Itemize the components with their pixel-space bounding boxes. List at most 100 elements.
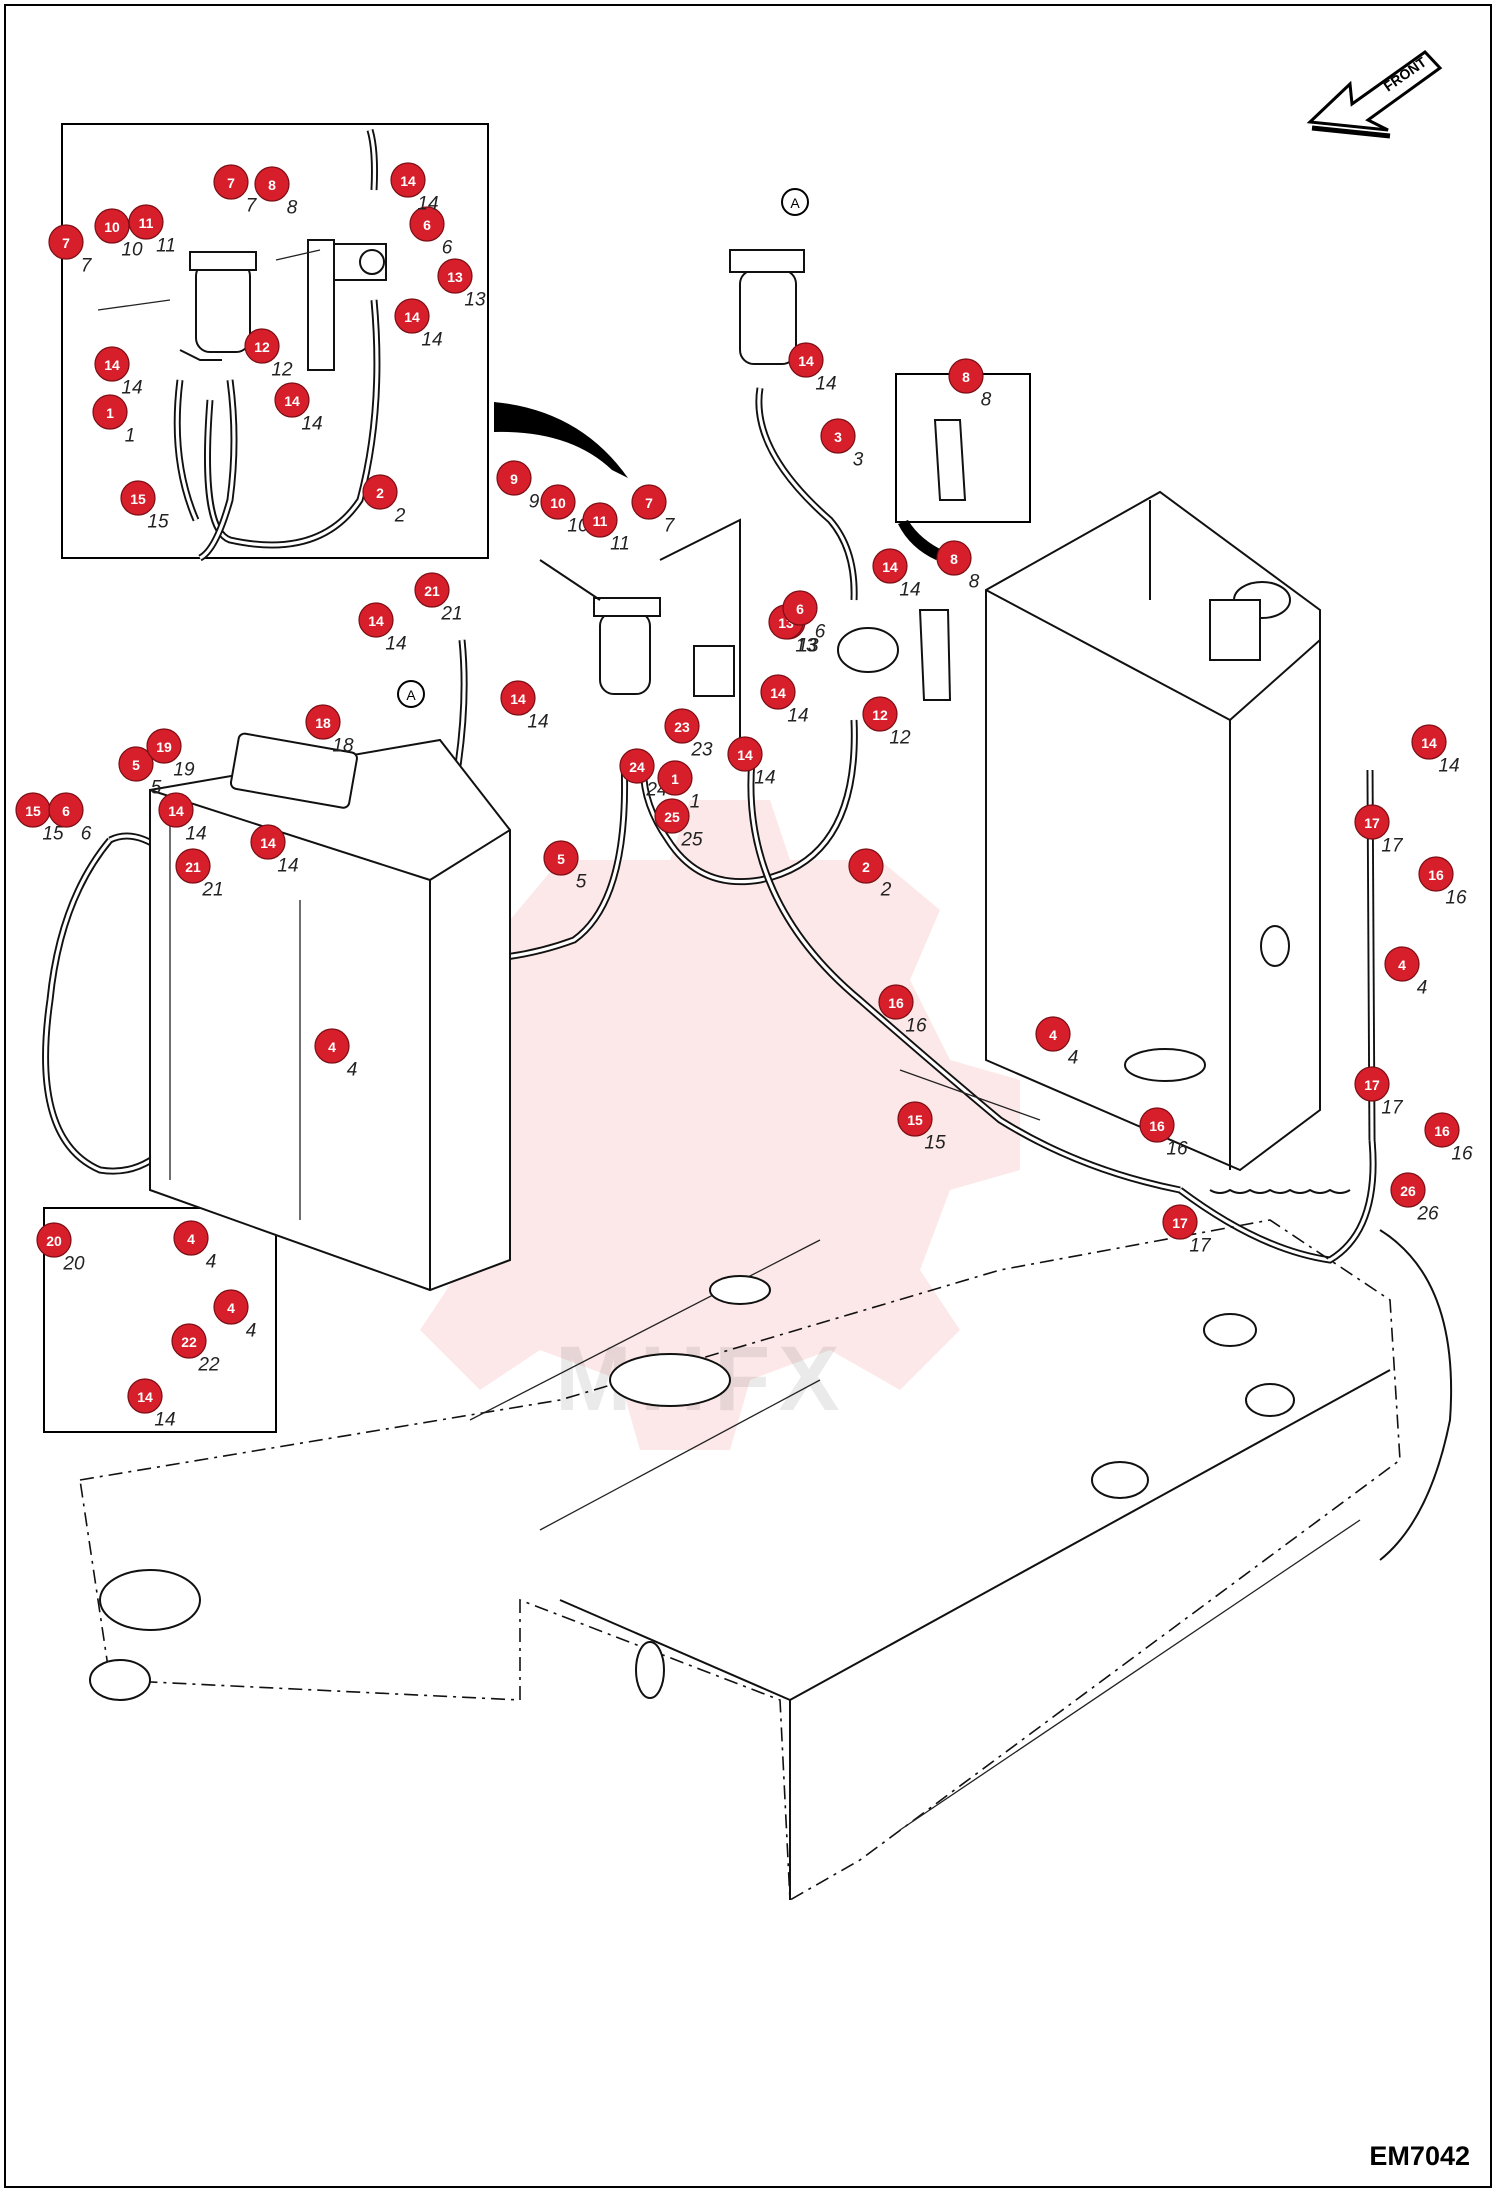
part-number-label: 4 [347, 1060, 358, 1081]
pointer-swoosh [898, 520, 946, 560]
callout-label: 21 [185, 859, 201, 875]
callout-label: 4 [1398, 957, 1406, 973]
callout-badge [358, 602, 394, 638]
callout-label: 16 [1428, 867, 1444, 883]
svg-text:A: A [406, 687, 416, 703]
callout-label: 4 [1049, 1027, 1057, 1043]
callout-label: 14 [260, 835, 276, 851]
part-number-label: 19 [173, 760, 195, 781]
callout-badge [897, 1101, 933, 1137]
part-number-label: 8 [287, 198, 298, 219]
callout-label: 16 [1434, 1123, 1450, 1139]
callout-label: 9 [510, 471, 518, 487]
callout-badge [1411, 724, 1447, 760]
part-number-label: 4 [1417, 978, 1428, 999]
callout-1: 11 [92, 394, 135, 447]
callout-badge [1354, 804, 1390, 840]
callout-badge [128, 204, 164, 240]
part-number-label: 14 [787, 706, 808, 727]
part-number-label: 13 [797, 636, 819, 657]
callout-4: 44 [1384, 946, 1428, 999]
callout-badge [654, 798, 690, 834]
callout-label: 15 [130, 491, 146, 507]
callout-label: 12 [872, 707, 888, 723]
callout-3: 33 [820, 418, 864, 471]
part-number-label: 14 [301, 414, 322, 435]
callout-badge [862, 696, 898, 732]
callout-label: 13 [447, 269, 463, 285]
callout-1: 11 [657, 760, 700, 813]
part-number-label: 16 [1166, 1139, 1188, 1160]
callout-label: 4 [328, 1039, 336, 1055]
callout-label: 7 [62, 235, 70, 251]
callout-badge [274, 382, 310, 418]
callout-label: 14 [737, 747, 753, 763]
callout-badge [171, 1323, 207, 1359]
part-number-label: 11 [156, 236, 176, 257]
part-number-label: 8 [981, 390, 992, 411]
part-number-label: 20 [62, 1254, 85, 1275]
callout-badge [48, 792, 84, 828]
callout-label: 20 [46, 1233, 62, 1249]
callout-badge [540, 484, 576, 520]
part-number-label: 6 [815, 622, 826, 643]
part-number-label: 7 [81, 256, 93, 277]
part-number-label: 2 [394, 506, 406, 527]
callout-label: 10 [550, 495, 566, 511]
part-number-label: 14 [527, 712, 548, 733]
callout-badge [848, 848, 884, 884]
callout-label: 17 [1364, 1077, 1380, 1093]
callout-label: 19 [156, 739, 172, 755]
part-number-label: 13 [795, 636, 817, 657]
part-number-label: 4 [206, 1252, 217, 1273]
callout-badge [362, 474, 398, 510]
part-number-label: 7 [246, 196, 258, 217]
part-number-label: 17 [1189, 1236, 1212, 1257]
part-number-label: 14 [899, 580, 920, 601]
part-number-label: 16 [1445, 888, 1467, 909]
callout-label: 10 [104, 219, 120, 235]
callout-label: 24 [629, 759, 645, 775]
callout-label: 16 [888, 995, 904, 1011]
callout-label: 6 [796, 601, 804, 617]
gear-watermark-icon [360, 800, 1020, 1450]
callout-badge [500, 680, 536, 716]
callout-label: 8 [962, 369, 970, 385]
callout-badge [390, 162, 426, 198]
callout-badge [1162, 1204, 1198, 1240]
radiator [149, 732, 511, 1292]
callout-badge [213, 164, 249, 200]
callout-label: 21 [424, 583, 440, 599]
callout-badge [158, 792, 194, 828]
part-number-label: 5 [151, 778, 162, 799]
callout-layer: 1122151555771010111177886613131414121214… [15, 162, 1473, 1431]
part-number-label: 8 [969, 572, 980, 593]
part-number-label: 14 [754, 768, 775, 789]
callout-label: 14 [882, 559, 898, 575]
main-filter-parts [539, 249, 967, 770]
callout-badge [1035, 1016, 1071, 1052]
part-number-label: 14 [154, 1410, 175, 1431]
callout-label: 23 [674, 719, 690, 735]
callout-label: 14 [104, 357, 120, 373]
callout-label: 14 [284, 393, 300, 409]
callout-badge [619, 748, 655, 784]
callout-badge [437, 258, 473, 294]
